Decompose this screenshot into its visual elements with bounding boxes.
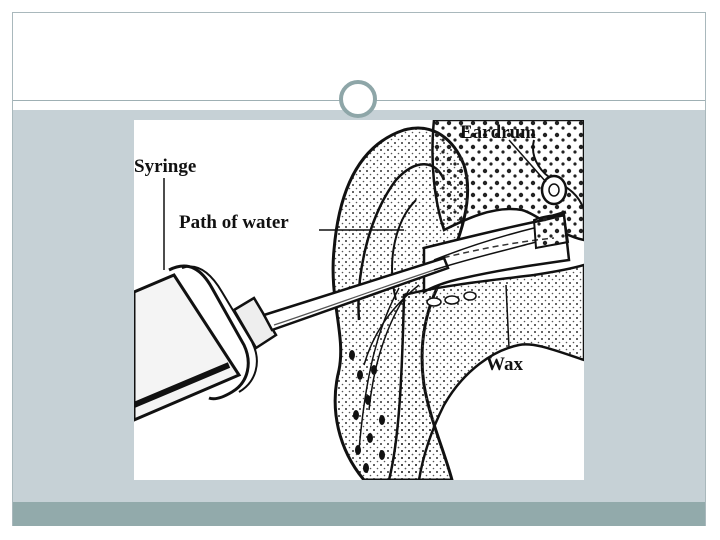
syringe-label: Syringe — [134, 156, 196, 177]
path-of-water-label: Path of water — [179, 212, 289, 233]
wax-shape — [534, 215, 568, 248]
eardrum-label: Eardrum — [460, 122, 536, 143]
ear-irrigation-figure: Syringe Path of water Eardrum Wax — [134, 120, 584, 480]
wax-label: Wax — [486, 354, 523, 375]
footer-bar — [13, 502, 705, 526]
ear-irrigation-illustration: Syringe Path of water Eardrum Wax — [134, 120, 584, 480]
decorative-ring-icon — [339, 80, 377, 118]
